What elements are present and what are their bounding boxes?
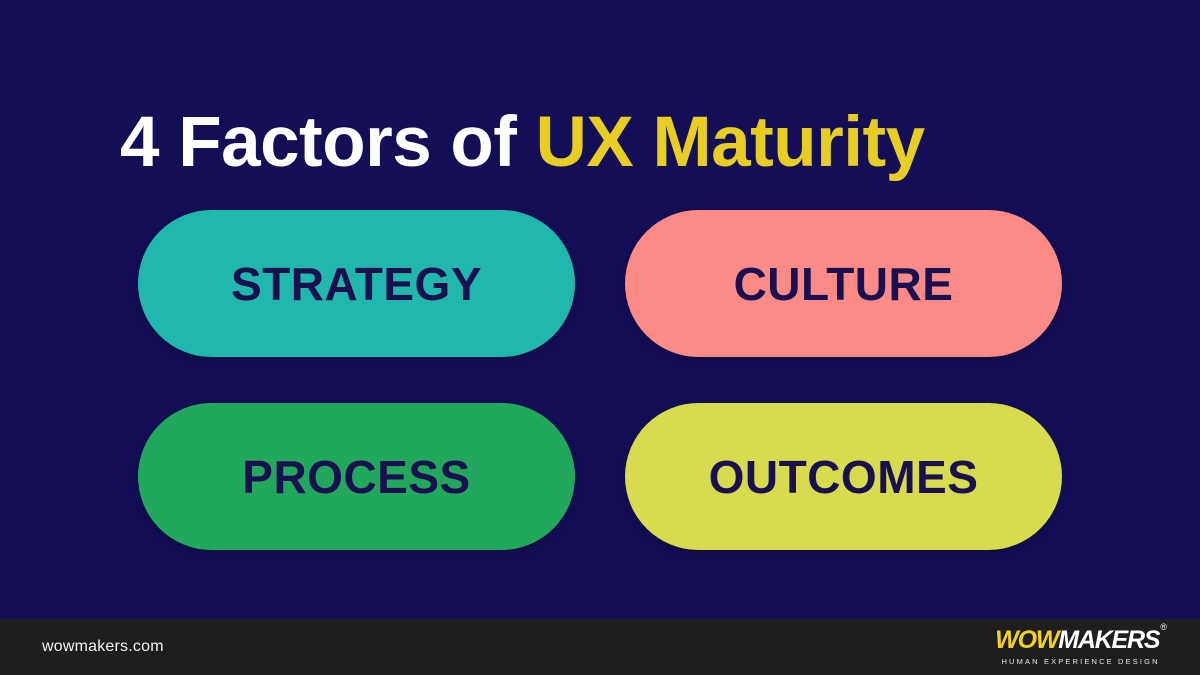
footer-bar: wowmakers.com WOWMAKERS® HUMAN EXPERIENC… bbox=[0, 619, 1200, 675]
logo-word-makers: MAKERS bbox=[1058, 626, 1160, 655]
title-lead-text: 4 Factors of bbox=[120, 102, 536, 182]
factor-pill-outcomes[interactable]: OUTCOMES bbox=[625, 403, 1062, 550]
factors-grid: STRATEGY CULTURE PROCESS OUTCOMES bbox=[138, 210, 1065, 550]
logo-tagline: HUMAN EXPERIENCE DESIGN bbox=[1001, 657, 1160, 667]
footer-website-link[interactable]: wowmakers.com bbox=[42, 638, 164, 655]
wowmakers-logo[interactable]: WOWMAKERS® HUMAN EXPERIENCE DESIGN bbox=[995, 622, 1178, 667]
logo-word-wow: WOW bbox=[995, 626, 1059, 655]
registered-trademark-icon: ® bbox=[1160, 621, 1167, 632]
logo-wordmark: WOWMAKERS® bbox=[995, 622, 1167, 655]
factor-label-process: PROCESS bbox=[242, 450, 471, 503]
factor-pill-strategy[interactable]: STRATEGY bbox=[138, 210, 575, 357]
page-title: 4 Factors of UX Maturity bbox=[120, 102, 926, 182]
factor-label-outcomes: OUTCOMES bbox=[708, 450, 979, 503]
factor-pill-process[interactable]: PROCESS bbox=[138, 403, 575, 550]
factor-label-strategy: STRATEGY bbox=[230, 257, 483, 310]
factor-pill-culture[interactable]: CULTURE bbox=[625, 210, 1062, 357]
factor-label-culture: CULTURE bbox=[733, 257, 954, 310]
title-accent-text: UX Maturity bbox=[535, 102, 926, 182]
